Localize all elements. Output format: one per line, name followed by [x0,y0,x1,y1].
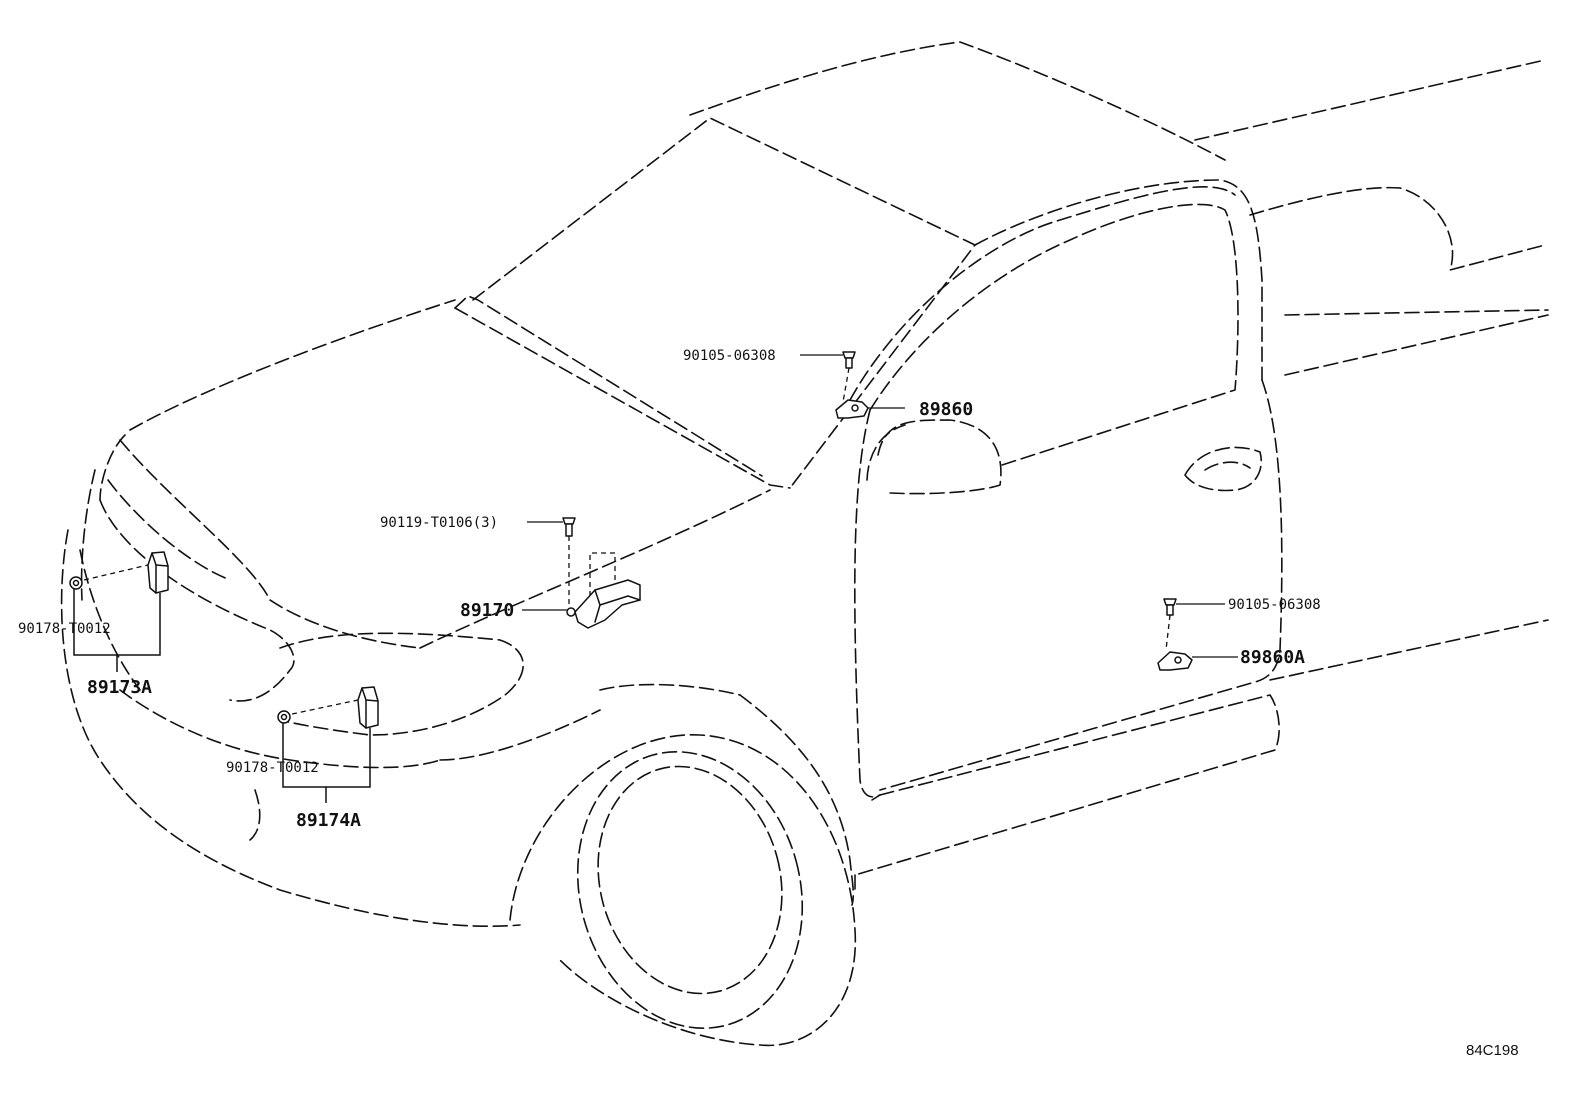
label-sensor-mid: 89174A [296,810,361,831]
bolt-upper-icon [842,351,856,369]
leader-lines [522,354,1238,658]
vehicle-outline [60,41,1549,1047]
label-sensor-center: 89170 [460,600,514,621]
bracket-mid [282,723,371,803]
label-sensor-lower: 89860A [1240,647,1305,668]
sensor-lower-icon [1157,651,1193,671]
bolt-lower-icon [1163,598,1177,616]
label-nut-mid: 90178-T0012 [226,760,319,776]
nut-mid-icon [277,710,291,724]
label-bolt-lower: 90105-06308 [1228,597,1321,613]
nut-left-icon [69,576,83,590]
bracket-left [73,589,161,672]
label-nut-left: 90178-T0012 [18,621,111,637]
sensor-left-icon [147,551,169,594]
bolt-center-icon [562,517,576,537]
label-bolt-center: 90119-T0106(3) [380,515,498,531]
label-sensor-upper: 89860 [919,399,973,420]
label-sensor-left: 89173A [87,677,152,698]
label-bolt-upper: 90105-06308 [683,348,776,364]
figure-reference-code: 84C198 [1466,1042,1519,1059]
sensor-mid-icon [357,686,379,729]
sensor-upper-icon [835,399,869,419]
sensor-center-icon [566,579,641,629]
